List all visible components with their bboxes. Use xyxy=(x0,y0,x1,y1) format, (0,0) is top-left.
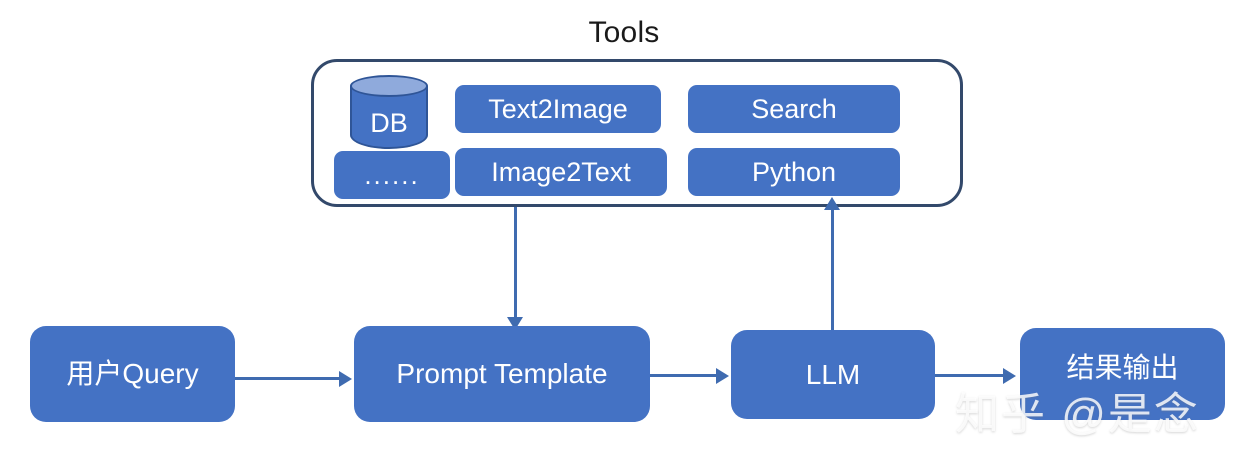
tool-ellipsis[interactable]: ...... xyxy=(334,151,450,199)
database-cylinder-icon: DB xyxy=(350,75,428,149)
arrow-llm-to-tools-line xyxy=(831,207,834,330)
arrow-llm-to-output-line xyxy=(935,374,1005,377)
node-user-query[interactable]: 用户Query xyxy=(30,326,235,422)
node-result-output[interactable]: 结果输出 xyxy=(1020,328,1225,420)
tool-image2text[interactable]: Image2Text xyxy=(455,148,667,196)
tool-search[interactable]: Search xyxy=(688,85,900,133)
tool-text2image[interactable]: Text2Image xyxy=(455,85,661,133)
tool-ellipsis-label: ...... xyxy=(364,160,420,190)
node-prompt-template[interactable]: Prompt Template xyxy=(354,326,650,422)
db-cylinder-top xyxy=(350,75,428,97)
zhihu-watermark: 知乎 @是念 xyxy=(955,390,1200,439)
arrow-prompt-to-llm-head xyxy=(716,368,729,384)
arrow-llm-to-tools-head xyxy=(824,197,840,210)
arrow-llm-to-output-head xyxy=(1003,368,1016,384)
arrow-prompt-to-llm-line xyxy=(650,374,718,377)
node-result-output-label: 结果输出 xyxy=(1066,352,1179,383)
db-label: DB xyxy=(370,107,408,138)
tool-python[interactable]: Python xyxy=(688,148,900,196)
arrow-query-to-prompt-line xyxy=(235,377,342,380)
node-llm[interactable]: LLM xyxy=(731,330,935,419)
arrow-query-to-prompt-head xyxy=(339,371,352,387)
arrow-tools-to-prompt-line xyxy=(514,207,517,319)
tools-title: Tools xyxy=(588,16,660,49)
